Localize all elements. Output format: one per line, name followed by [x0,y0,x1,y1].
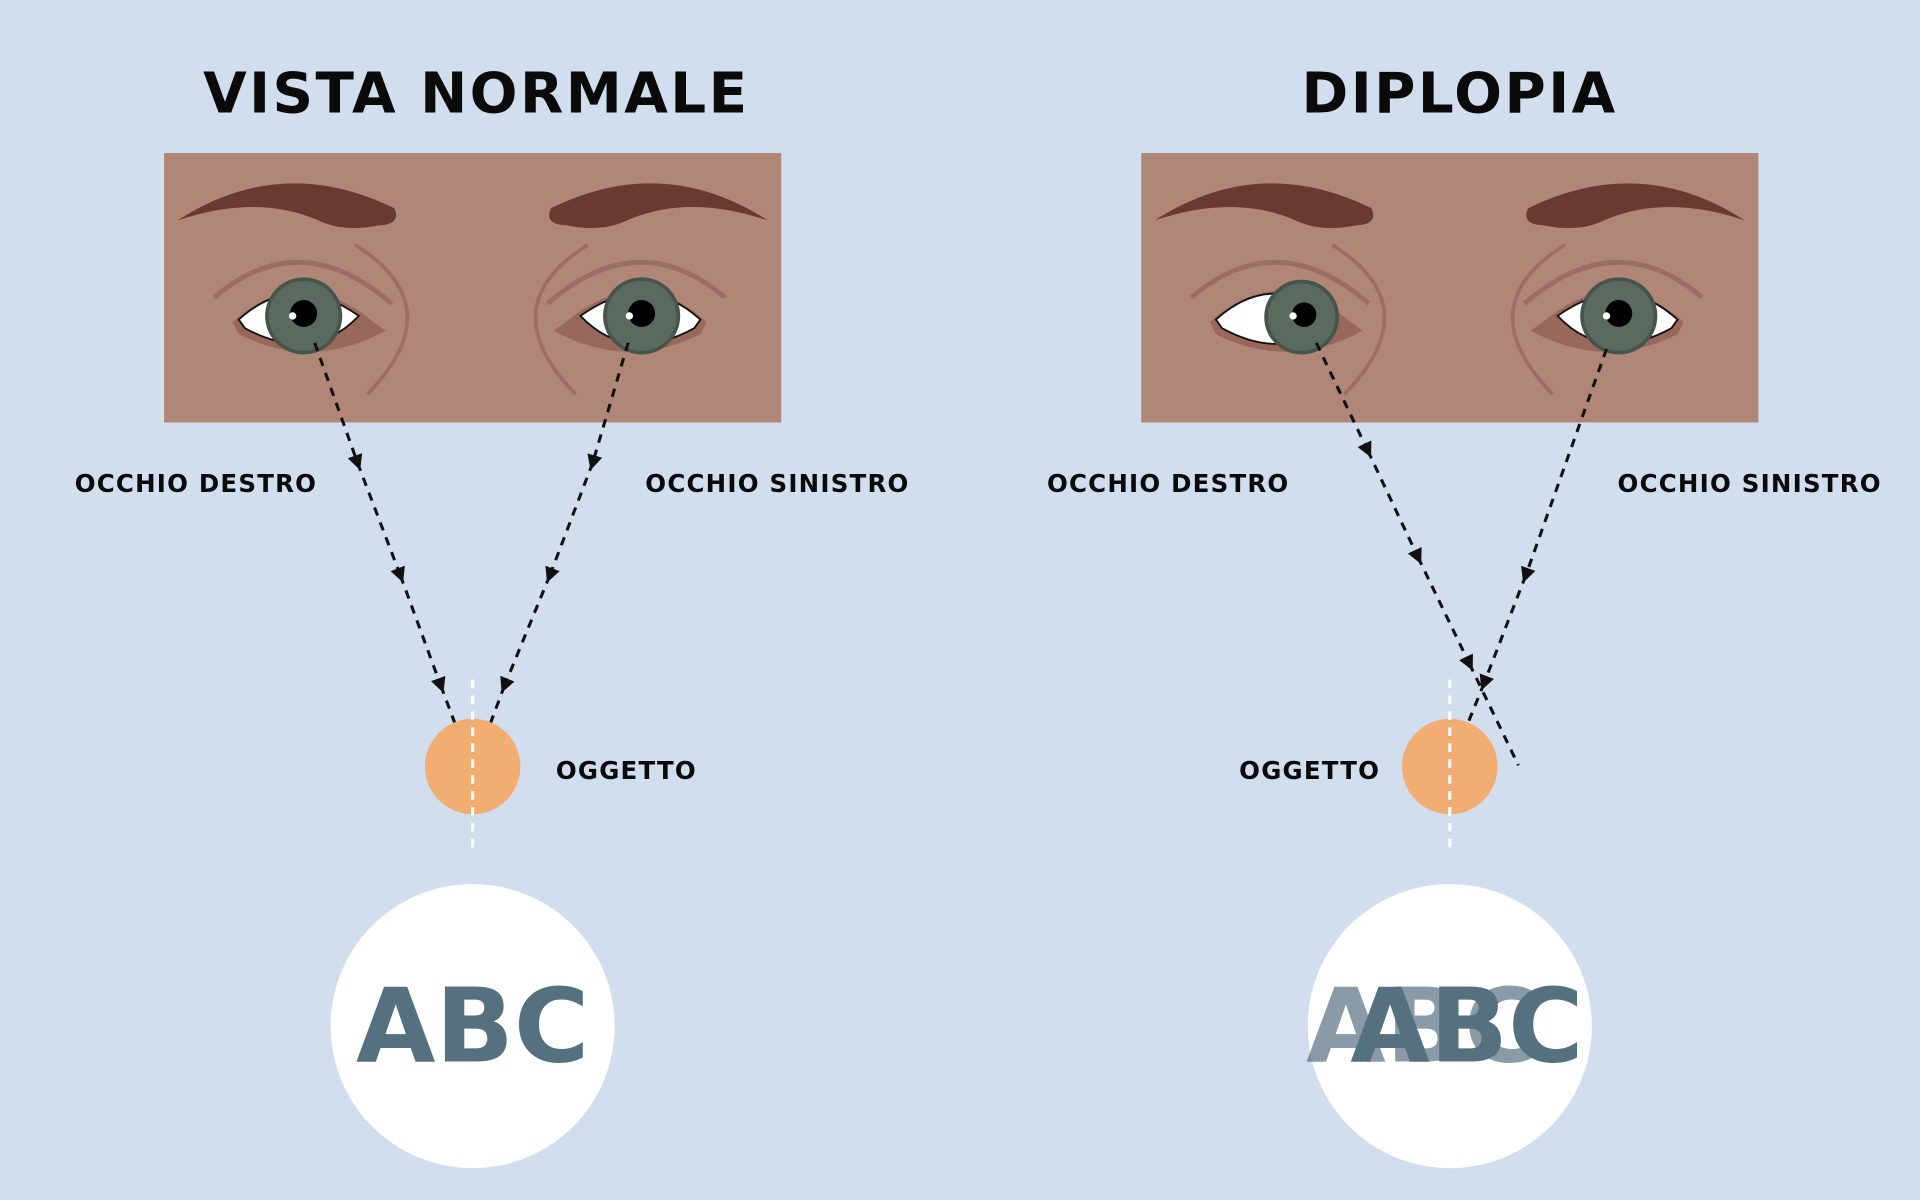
sight-lines [313,342,630,736]
eyes-illustration [164,153,782,423]
object-label: OGGETTO [1239,756,1380,785]
left-eye [1524,262,1702,355]
perceived-image-circle [330,884,615,1169]
ghost-text: ABC [1306,968,1539,1087]
object-label: OGGETTO [556,756,697,785]
left-eye-label: OCCHIO SINISTRO [645,469,909,498]
perceived-text: ABC [1350,968,1583,1087]
left-eye-label: OCCHIO SINISTRO [1618,469,1882,498]
perceived-text: ABC [356,968,589,1087]
right-eye-label: OCCHIO DESTRO [1047,469,1290,498]
sight-lines [1314,342,1608,766]
eyes-illustration [1141,153,1759,423]
perceived-image-circle [1307,884,1592,1169]
normal-vision-panel: VISTA NORMALE OCCHIO DESTRO OCCHIO SINIS… [75,62,909,1169]
right-eye-label: OCCHIO DESTRO [75,469,318,498]
right-eye [214,262,392,355]
diplopia-title: DIPLOPIA [1302,62,1618,127]
left-eye [547,262,725,355]
right-eye-deviated [1191,262,1369,355]
normal-vision-title: VISTA NORMALE [203,62,750,127]
diplopia-panel: DIPLOPIA OCCHIO DESTRO OCCHIO SINISTRO O… [1047,62,1882,1169]
